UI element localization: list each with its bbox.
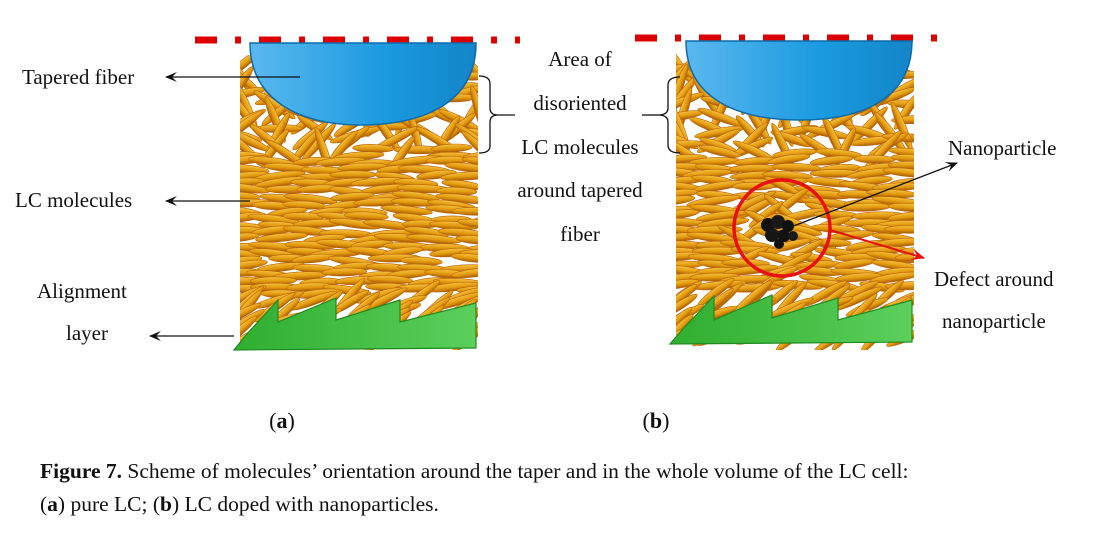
label-defect-line1: Defect around [934,267,1054,291]
label-lc-molecules: LC molecules [15,188,132,212]
lc-molecule [462,156,478,167]
alignment-layer-a [232,297,477,351]
lc-molecule [883,224,914,234]
lc-molecule [699,144,741,158]
lc-molecule [470,84,478,138]
panel-label-b: (b) [643,408,670,433]
lc-molecule [457,218,478,229]
lc-molecule [888,202,914,213]
label-alignment-line1: Alignment [37,279,127,303]
lc-molecule [240,315,258,348]
lc-molecule [444,162,478,173]
caption-text: Scheme of molecules’ orientation around … [122,459,909,483]
lc-molecule [887,147,914,159]
lc-molecule [835,272,882,282]
center-annotation-line: around tapered [517,178,643,202]
caption-b: b [160,492,172,516]
panel-b-illustration [668,40,934,350]
label-alignment-line2: layer [66,321,108,345]
caption-paren: ( [40,492,48,516]
arrow-nanoparticle [777,162,958,233]
label-tapered-fiber: Tapered fiber [22,65,134,89]
center-annotation-line: LC molecules [521,135,638,159]
alignment-layer-b [668,294,913,345]
label-nanoparticle: Nanoparticle [948,136,1056,160]
lc-molecule [343,211,389,221]
figure-illustration: Tapered fiber LC molecules Alignment lay… [15,34,1056,433]
lc-molecule [255,232,308,243]
brace-left [478,75,499,154]
panel-label-a: (a) [269,408,295,433]
lc-molecule [676,195,696,206]
lc-molecule [909,133,914,162]
tapered-fiber-a [249,42,477,126]
lc-molecule [890,154,914,164]
lc-molecule [809,155,854,166]
tapered-fiber-b [685,40,913,121]
lc-molecule [676,278,700,290]
lc-molecule [240,302,262,328]
lc-molecule [240,232,260,243]
lc-molecule [440,171,478,181]
caption-a: a [47,492,58,516]
lc-molecule [240,191,261,201]
caption-a-text: ) pure LC; ( [57,492,161,516]
center-annotation-line: fiber [560,222,600,246]
lc-molecule [455,235,478,245]
lc-molecule [882,167,914,178]
lc-molecule [451,267,478,279]
lc-molecule [240,177,265,187]
caption-b-text: ) LC doped with nanoparticles. [171,492,439,516]
lc-molecule [914,59,934,103]
lc-molecule [853,154,896,164]
fiber-axis-dashed-line [195,34,950,44]
lc-molecule [240,110,264,142]
figure-caption: Figure 7. Scheme of molecules’ orientati… [40,455,1080,521]
center-annotation-line: Area of [548,47,612,71]
lc-molecule [451,253,478,263]
label-defect-line2: nanoparticle [942,309,1046,333]
lc-molecule [735,115,765,148]
lc-molecule [451,206,478,216]
lc-molecule [676,293,698,318]
center-annotation: Area of disoriented LC molecules around … [517,47,643,246]
lc-molecule [894,252,914,262]
caption-figure-label: Figure 7. [40,459,123,483]
center-annotation-line: disoriented [533,91,627,115]
panel-a-illustration [232,42,478,351]
lc-molecule [329,170,377,180]
defect-circle [732,178,832,278]
lc-molecule [869,271,914,284]
arrow-defect [829,229,925,261]
lc-molecule [321,267,368,277]
lc-molecule [461,130,478,167]
